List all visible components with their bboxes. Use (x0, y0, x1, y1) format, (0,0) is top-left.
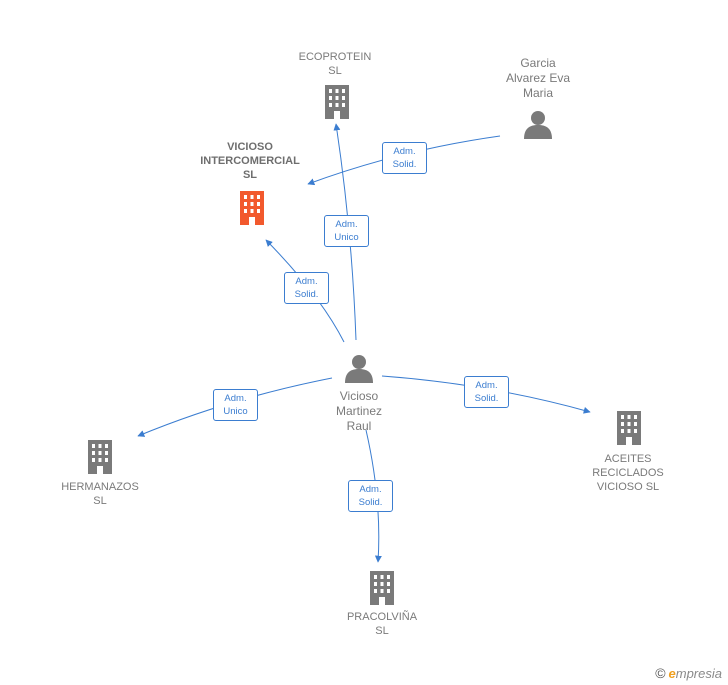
person-icon[interactable] (345, 355, 373, 383)
node-label-hermanazos[interactable]: HERMANAZOS SL (61, 481, 139, 507)
edge-badge-raul-intercomercial[interactable]: Adm. Solid. (284, 272, 329, 304)
node-label-vicioso-raul[interactable]: Vicioso Martinez Raul (335, 389, 382, 433)
empresia-watermark: ©empresia (655, 665, 722, 681)
building-icon[interactable] (370, 571, 394, 605)
node-label-ecoprotein[interactable]: ECOPROTEIN SL (298, 51, 372, 77)
brand-name: mpresia (675, 666, 722, 681)
person-icon[interactable] (524, 111, 552, 139)
node-label-vicioso-intercomercial[interactable]: VICIOSO INTERCOMERCIAL SL (200, 141, 300, 181)
building-icon[interactable] (617, 411, 641, 445)
edge-badge-raul-aceites[interactable]: Adm. Solid. (464, 376, 509, 408)
edge-badge-raul-pracolvina[interactable]: Adm. Solid. (348, 480, 393, 512)
node-label-pracolvina[interactable]: PRACOLVIÑA SL (346, 611, 418, 637)
node-label-aceites[interactable]: ACEITES RECICLADOS VICIOSO SL (592, 453, 664, 493)
edge-badge-garcia-intercomercial[interactable]: Adm. Solid. (382, 142, 427, 174)
edge-badge-raul-ecoprotein[interactable]: Adm. Unico (324, 215, 369, 247)
building-icon[interactable] (88, 440, 112, 474)
node-label-garcia[interactable]: Garcia Alvarez Eva Maria (505, 56, 571, 100)
building-icon[interactable] (325, 85, 349, 119)
copyright-symbol: © (655, 665, 666, 681)
edge-badge-raul-hermanazos[interactable]: Adm. Unico (213, 389, 258, 421)
brand-initial: e (668, 666, 676, 681)
building-icon[interactable] (240, 191, 264, 225)
